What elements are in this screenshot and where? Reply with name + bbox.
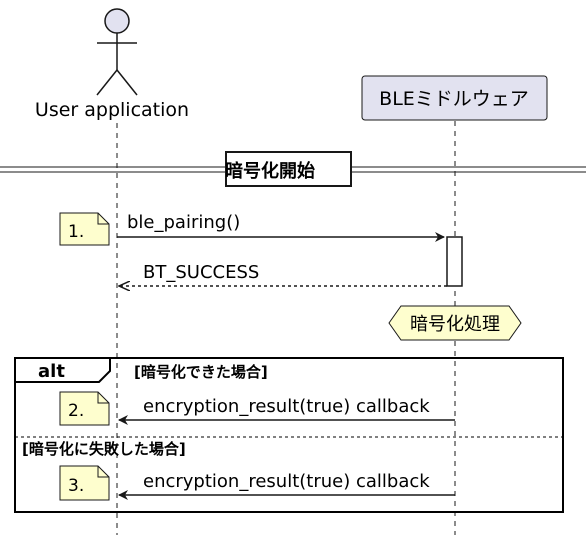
alt-keyword: alt — [38, 361, 65, 382]
processing-hexagon: 暗号化処理 — [388, 305, 522, 341]
ble-participant-box — [361, 75, 548, 121]
note-2-label: 2. — [68, 401, 84, 421]
alt-block-frame — [14, 357, 564, 513]
user-actor: User application — [35, 8, 189, 121]
ble-activation-bar — [446, 236, 463, 287]
note-3-label: 3. — [68, 476, 84, 496]
processing-hexagon-shape — [388, 305, 522, 341]
alt-guard-success: [暗号化できた場合] — [134, 363, 268, 381]
actor-right-leg — [116, 69, 138, 96]
alt-keyword-tab — [14, 357, 111, 383]
divider: 暗号化開始 — [0, 151, 586, 187]
note-1-fold — [97, 213, 109, 225]
note-3: 3. — [59, 465, 110, 501]
message-ble-pairing: ble_pairing() — [117, 212, 445, 242]
message-bt-success-label: BT_SUCCESS — [143, 262, 259, 283]
divider-box — [225, 151, 352, 187]
message-encryption-result-failure: encryption_result(true) callback — [118, 471, 455, 500]
message-encryption-result-success: encryption_result(true) callback — [118, 396, 455, 425]
user-actor-label: User application — [35, 99, 189, 121]
actor-head — [104, 8, 130, 34]
message-encryption-result-success-label: encryption_result(true) callback — [143, 396, 430, 417]
alt-block: alt [暗号化できた場合] [暗号化に失敗した場合] — [14, 357, 564, 513]
ble-participant: BLEミドルウェア — [361, 75, 548, 121]
note-2-fold — [97, 392, 109, 404]
note-3-fold — [97, 466, 109, 478]
note-2: 2. — [59, 391, 110, 426]
alt-guard-failure: [暗号化に失敗した場合] — [22, 440, 186, 458]
message-ble-pairing-label: ble_pairing() — [127, 212, 240, 233]
processing-hexagon-label: 暗号化処理 — [410, 314, 500, 335]
message-bt-success: BT_SUCCESS — [119, 262, 447, 286]
note-1-shape — [59, 212, 110, 246]
note-1: 1. — [59, 212, 110, 246]
note-1-label: 1. — [68, 222, 84, 242]
divider-label: 暗号化開始 — [225, 160, 315, 182]
ble-participant-label: BLEミドルウェア — [379, 88, 529, 110]
note-3-shape — [59, 465, 110, 501]
note-2-shape — [59, 391, 110, 426]
message-encryption-result-failure-label: encryption_result(true) callback — [143, 471, 430, 492]
actor-left-leg — [96, 69, 118, 96]
